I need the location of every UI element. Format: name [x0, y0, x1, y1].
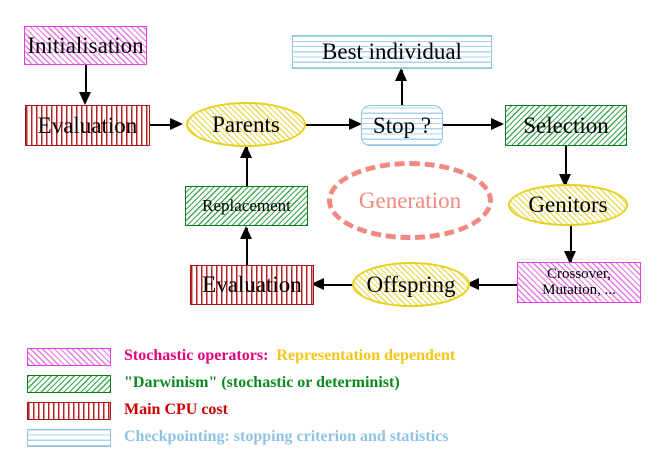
node-parents-label: Parents [212, 111, 280, 137]
node-crossover-mutation-label: Crossover, Mutation, ... [542, 266, 616, 298]
legend-label-checkpointing-primary: Checkpointing: stopping criterion and st… [124, 428, 449, 445]
connector-crossover-mutation-to-offspring [474, 284, 517, 286]
arrowhead-down-genitors-crossover [564, 251, 576, 264]
arrowhead-up-evaluation-replacement [240, 226, 252, 239]
node-parents[interactable]: Parents [186, 102, 306, 147]
legend-swatch-checkpointing [27, 429, 111, 447]
legend-label-checkpointing: Checkpointing: stopping criterion and st… [124, 428, 448, 446]
node-evaluation-top-label: Evaluation [37, 112, 138, 138]
node-selection[interactable]: Selection [505, 105, 627, 146]
node-initialisation[interactable]: Initialisation [24, 26, 147, 65]
node-replacement[interactable]: Replacement [185, 186, 308, 226]
legend-label-darwinism-primary: "Darwinism" (stochastic or determinist) [124, 374, 400, 391]
node-genitors[interactable]: Genitors [508, 184, 628, 226]
arrowhead-left-offspring-evaluation [311, 278, 324, 290]
node-stop-label: Stop ? [372, 112, 432, 138]
node-evaluation-bottom[interactable]: Evaluation [190, 265, 314, 305]
node-initialisation-label: Initialisation [27, 32, 144, 58]
connector-selection-to-genitors [565, 146, 567, 186]
connector-offspring-to-evaluation-bottom [318, 284, 356, 286]
legend-label-stochastic-operators-primary: Stochastic operators: [124, 347, 269, 364]
legend-label-representation-dependent: Representation dependent [268, 347, 456, 364]
legend-swatch-main-cpu-cost [27, 402, 111, 420]
node-offspring-label: Offspring [366, 271, 456, 297]
arrowhead-up-replacement-parents [240, 145, 252, 158]
arrowhead-right-evaluation-parents [170, 118, 183, 130]
connector-genitors-to-crossover-mutation [570, 224, 572, 264]
connector-evaluation-bottom-to-replacement [246, 228, 248, 268]
legend-label-main-cpu-cost-primary: Main CPU cost [124, 401, 228, 418]
node-replacement-label: Replacement [202, 196, 291, 216]
node-generation-loop: Generation [327, 161, 493, 240]
node-stop[interactable]: Stop ? [361, 105, 443, 146]
legend-label-stochastic-operators: Stochastic operators: Representation dep… [124, 347, 455, 365]
connector-parents-to-stop [305, 124, 357, 126]
connector-initialisation-to-evaluation-top [85, 65, 87, 97]
legend-swatch-stochastic-operators [27, 348, 111, 366]
arrowhead-right-parents-stop [349, 118, 362, 130]
node-best-individual-label: Best individual [322, 39, 462, 65]
arrowhead-down-initialisation-evaluation [79, 92, 91, 105]
legend-label-darwinism: "Darwinism" (stochastic or determinist) [124, 374, 400, 392]
node-best-individual[interactable]: Best individual [292, 35, 492, 69]
node-crossover-mutation[interactable]: Crossover, Mutation, ... [517, 262, 641, 303]
node-genitors-label: Genitors [528, 192, 608, 218]
node-selection-label: Selection [523, 112, 609, 138]
connector-replacement-to-parents [246, 147, 248, 187]
connector-stop-to-best-individual [401, 70, 403, 106]
arrowhead-up-stop-best-individual [395, 68, 407, 81]
connector-stop-to-selection [443, 124, 501, 126]
arrowhead-right-stop-selection [491, 118, 504, 130]
node-evaluation-bottom-label: Evaluation [202, 272, 302, 298]
node-evaluation-top[interactable]: Evaluation [25, 105, 150, 146]
node-offspring[interactable]: Offspring [352, 262, 470, 307]
node-generation-label: Generation [358, 187, 462, 213]
legend-label-main-cpu-cost: Main CPU cost [124, 401, 228, 419]
connector-evaluation-top-to-parents [150, 124, 176, 126]
legend-swatch-darwinism [27, 375, 111, 393]
